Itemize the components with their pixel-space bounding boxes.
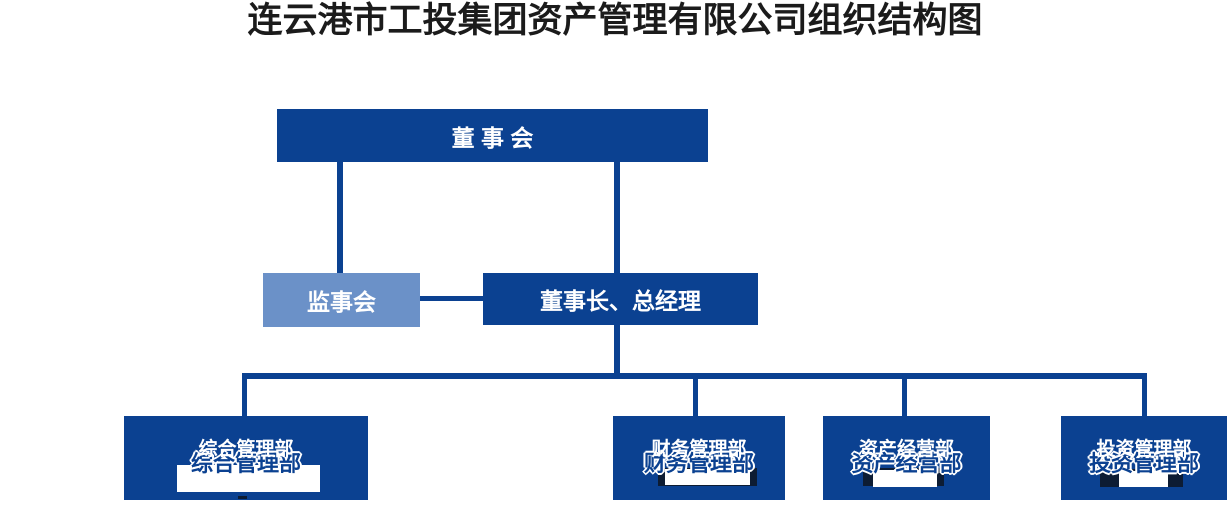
department-ghost-label: 投资管理部 (1088, 451, 1199, 476)
board-of-directors-label: 董 事 会 (451, 124, 534, 151)
department-ghost-label: 资产经营部 (851, 451, 962, 476)
page-title: 连云港市工投集团资产管理有限公司组织结构图 (247, 1, 983, 40)
department-label: 财务管理部 (651, 439, 747, 460)
department-label: 综合管理部 (198, 439, 294, 460)
department-label: 投资管理部 (1096, 439, 1192, 460)
connector-distribution-bar (242, 373, 1147, 379)
white-placeholder-rect (1119, 471, 1168, 487)
dash-mark (238, 496, 247, 499)
connector-drop-dept-1 (242, 379, 247, 417)
department-box-investment-management: 投资管理部 投资管理部 (1061, 416, 1227, 500)
chairman-general-manager-box: 董事长、总经理 (483, 273, 758, 325)
connector-drop-dept-3 (902, 379, 907, 417)
connector-board-to-chairman (614, 162, 620, 273)
connector-board-to-supervisory (337, 162, 343, 273)
white-placeholder-rect (665, 469, 750, 485)
department-box-general-management: 综合管理部 综合管理部 (124, 416, 368, 500)
board-of-directors-box: 董 事 会 (277, 109, 708, 162)
supervisory-board-box: 监事会 (263, 273, 420, 327)
white-placeholder-rect (873, 470, 937, 487)
department-ghost-label: 财务管理部 (643, 451, 754, 476)
department-label: 资产经营部 (858, 439, 954, 460)
department-box-finance-management: 财务管理部 财务管理部 (613, 416, 785, 500)
connector-chairman-down (614, 325, 620, 373)
connector-supervisory-to-chairman (420, 296, 483, 301)
connector-drop-dept-4 (1142, 379, 1147, 417)
supervisory-board-label: 监事会 (307, 289, 376, 315)
department-box-asset-operations: 资产经营部 资产经营部 (823, 416, 990, 500)
connector-drop-dept-2 (693, 379, 698, 417)
department-ghost-label: 综合管理部 (190, 451, 301, 476)
chairman-general-manager-label: 董事长、总经理 (540, 288, 701, 314)
white-placeholder-rect (177, 465, 320, 492)
